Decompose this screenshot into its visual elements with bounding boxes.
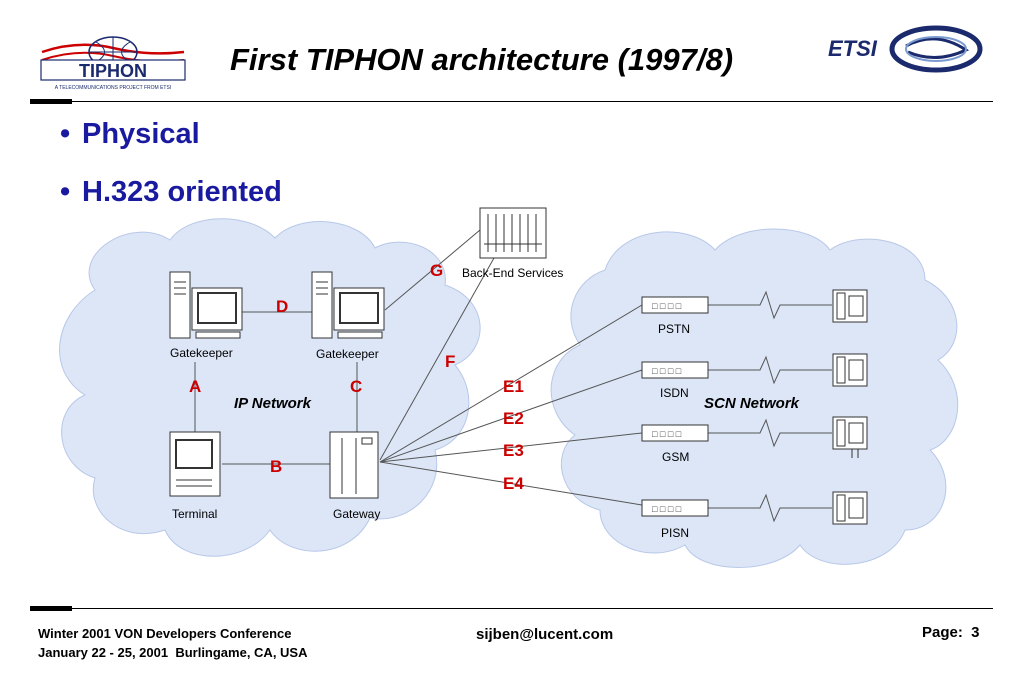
- label-pstn: PSTN: [658, 322, 690, 336]
- gateway-icon: [329, 431, 379, 499]
- link-e1: [379, 304, 643, 463]
- tiphon-logo-name: TIPHON: [79, 61, 147, 81]
- label-pisn: PISN: [661, 526, 689, 540]
- svg-text:□ □ □ □: □ □ □ □: [652, 301, 682, 311]
- gatekeeper-1-icon: [169, 271, 243, 339]
- footer-conference-line2: January 22 - 25, 2001 Burlingame, CA, US…: [38, 645, 308, 660]
- footer-rule: [72, 608, 993, 609]
- label-gateway: Gateway: [333, 507, 380, 521]
- label-gatekeeper-1: Gatekeeper: [170, 346, 233, 360]
- svg-text:□ □ □ □: □ □ □ □: [652, 429, 682, 439]
- gatekeeper-2-icon: [311, 271, 385, 339]
- etsi-logo-name: ETSI: [828, 36, 878, 61]
- trunk-pstn: [708, 290, 832, 320]
- svg-text:□ □ □ □: □ □ □ □: [652, 504, 682, 514]
- link-e4: [379, 461, 643, 506]
- phone-pstn-icon: [832, 289, 868, 323]
- connection-lines: [194, 229, 832, 523]
- trunk-pisn: [708, 493, 832, 523]
- label-gatekeeper-2: Gatekeeper: [316, 347, 379, 361]
- ip-network-cloud: [59, 218, 481, 557]
- link-g: [384, 229, 481, 311]
- gsm-switch-icon: □ □ □ □: [641, 424, 709, 442]
- interface-g: G: [430, 261, 443, 280]
- phone-gsm-icon: [832, 416, 868, 458]
- interface-d: D: [276, 297, 288, 316]
- tiphon-logo: TIPHON A TELECOMMUNICATIONS PROJECT FROM…: [38, 30, 188, 92]
- interface-b: B: [270, 457, 282, 476]
- bullet-h323: • H.323 oriented: [60, 176, 282, 209]
- isdn-switch-icon: □ □ □ □: [641, 361, 709, 379]
- tiphon-logo-graphic: TIPHON A TELECOMMUNICATIONS PROJECT FROM…: [40, 36, 186, 91]
- etsi-logo: ETSI: [826, 24, 986, 74]
- footer-conference-line1: Winter 2001 VON Developers Conference: [38, 626, 292, 641]
- footer-rule-accent: [30, 606, 72, 611]
- interface-e4: E4: [503, 474, 524, 493]
- footer-email: sijben@lucent.com: [476, 626, 614, 643]
- interface-a: A: [189, 377, 201, 396]
- header-rule-accent: [30, 99, 72, 104]
- bullet-physical: • Physical: [60, 118, 200, 151]
- link-e2: [379, 369, 643, 463]
- label-gsm: GSM: [662, 450, 689, 464]
- interface-c: C: [350, 377, 362, 396]
- bullet-dot: •: [60, 118, 71, 150]
- terminal-icon: [169, 431, 221, 497]
- interface-e2: E2: [503, 409, 524, 428]
- link-e3: [379, 432, 643, 463]
- bullet-text: Physical: [82, 118, 200, 150]
- interface-f: F: [445, 352, 455, 371]
- interface-e1: E1: [503, 377, 524, 396]
- label-terminal: Terminal: [172, 507, 217, 521]
- svg-text:□ □ □ □: □ □ □ □: [652, 366, 682, 376]
- header-rule: [72, 101, 993, 102]
- footer-conference: Winter 2001 VON Developers Conference Ja…: [38, 624, 308, 662]
- page-title: First TIPHON architecture (1997/8): [230, 42, 734, 77]
- label-ip-network: IP Network: [234, 395, 312, 412]
- pstn-switch-icon: □ □ □ □: [641, 296, 709, 314]
- interface-e3: E3: [503, 441, 524, 460]
- trunk-isdn: [708, 355, 832, 385]
- label-isdn: ISDN: [660, 386, 689, 400]
- phone-pisn-icon: [832, 491, 868, 525]
- label-scn-network: SCN Network: [704, 395, 800, 412]
- tiphon-logo-tagline: A TELECOMMUNICATIONS PROJECT FROM ETSI: [55, 85, 171, 91]
- back-end-services-icon: [479, 207, 547, 259]
- bullet-dot: •: [60, 176, 71, 208]
- phone-isdn-icon: [832, 353, 868, 387]
- etsi-logo-graphic: ETSI: [828, 25, 983, 73]
- label-back-end-services: Back-End Services: [462, 266, 563, 280]
- trunk-gsm: [708, 418, 832, 448]
- link-f: [379, 257, 495, 461]
- pisn-switch-icon: □ □ □ □: [641, 499, 709, 517]
- bullet-text: H.323 oriented: [82, 176, 282, 208]
- footer-page-number: Page: 3: [922, 624, 980, 641]
